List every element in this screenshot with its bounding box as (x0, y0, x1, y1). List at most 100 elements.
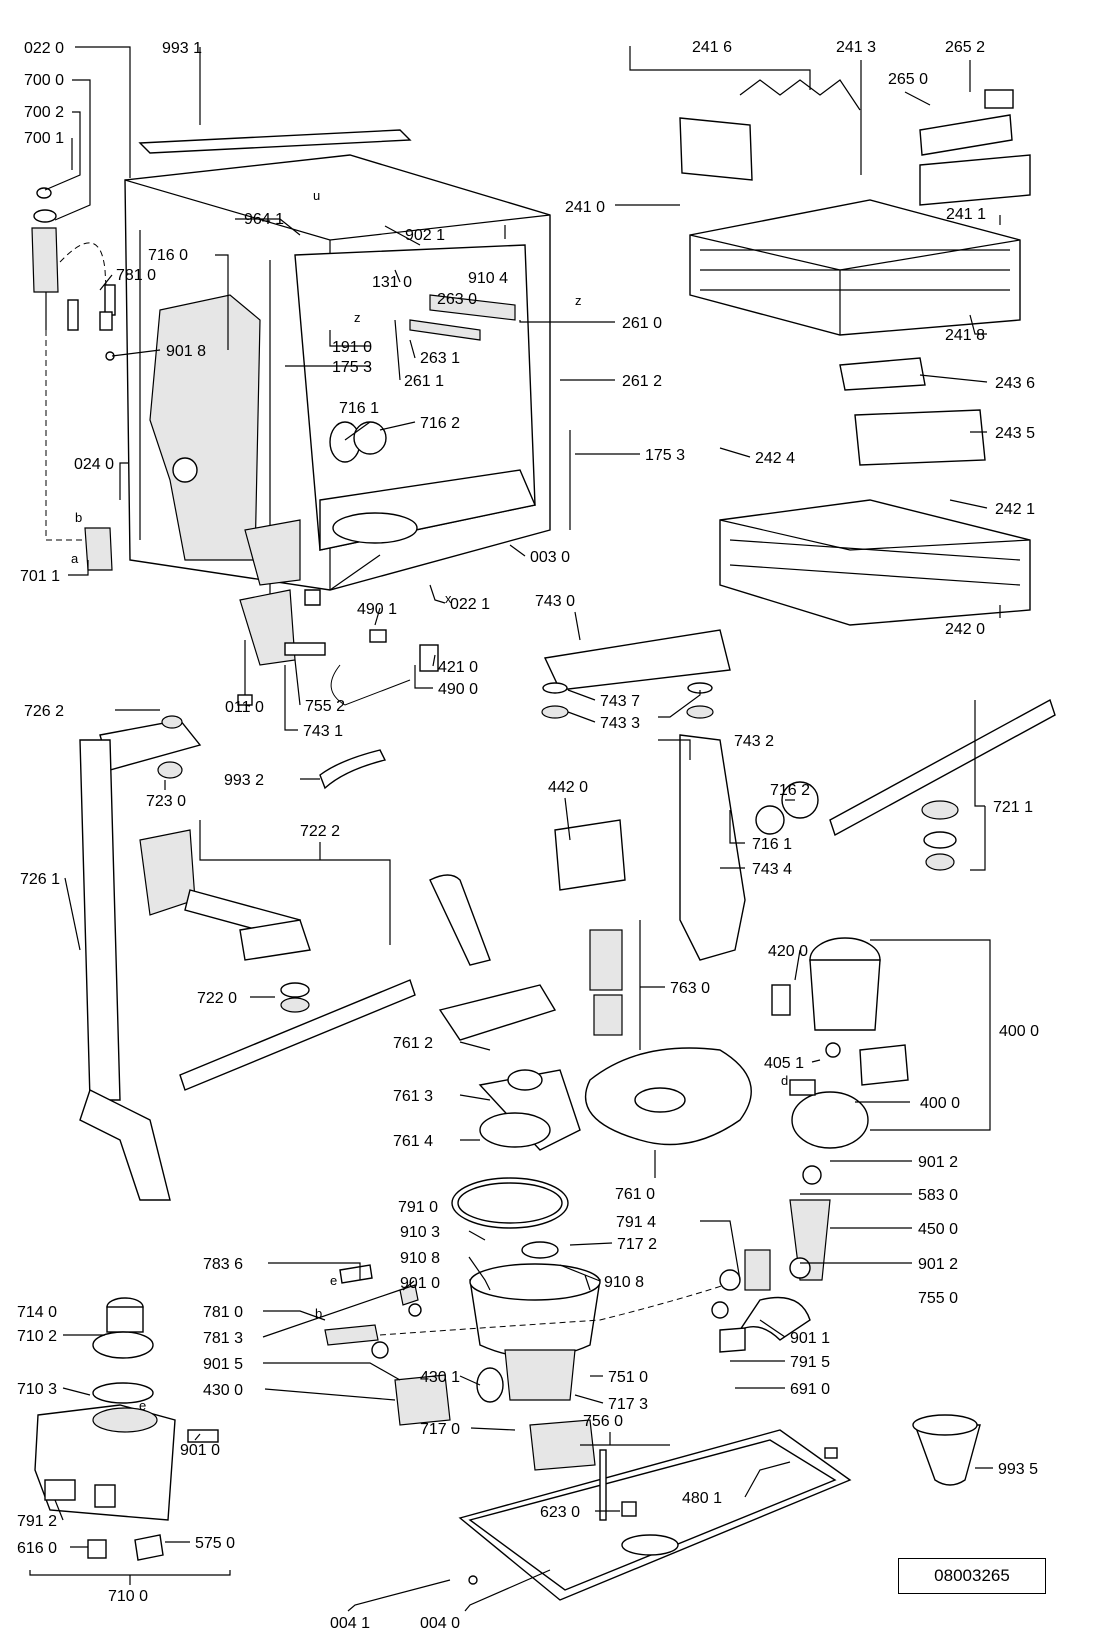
part-label-9018: 901 8 (166, 343, 206, 360)
part-label-4300: 430 0 (203, 1382, 243, 1399)
part-label-2630: 263 0 (437, 291, 477, 308)
part-label-9641: 964 1 (244, 211, 284, 228)
part-label-7140: 714 0 (17, 1304, 57, 1321)
part-label-4200: 420 0 (768, 943, 808, 960)
part-label-1310: 131 0 (372, 274, 412, 291)
part-label-0220: 022 0 (24, 40, 64, 57)
left-circulation-pipe (79, 715, 416, 1201)
part-label-7612: 761 2 (393, 1035, 433, 1052)
part-label-7161: 716 1 (339, 400, 379, 417)
part-label-7220: 722 0 (197, 990, 237, 1007)
part-label-0030: 003 0 (530, 549, 570, 566)
part-label-7630: 763 0 (670, 980, 710, 997)
part-label-2424: 242 4 (755, 450, 795, 467)
part-label-7430: 743 0 (535, 593, 575, 610)
letter-mark-a: a (71, 551, 79, 566)
letter-mark-b: b (315, 1306, 322, 1321)
part-label-7170: 717 0 (420, 1421, 460, 1438)
misc-parts (324, 1264, 981, 1601)
part-label-6230: 623 0 (540, 1504, 580, 1521)
letter-mark-d: d (781, 1073, 788, 1088)
part-label-7610: 761 0 (615, 1186, 655, 1203)
part-label-7211: 721 1 (993, 799, 1033, 816)
part-label-7011: 701 1 (20, 568, 60, 585)
part-label-0240: 024 0 (74, 456, 114, 473)
part-label-4801: 480 1 (682, 1490, 722, 1507)
part-label-7222: 722 2 (300, 823, 340, 840)
part-label-1753a: 175 3 (332, 359, 372, 376)
letter-mark-e: e (139, 1398, 146, 1413)
motor-assembly (719, 937, 909, 1341)
part-label-7915: 791 5 (790, 1354, 830, 1371)
part-label-9011: 901 1 (790, 1330, 830, 1347)
part-label-7431: 743 1 (303, 723, 343, 740)
part-label-0040: 004 0 (420, 1615, 460, 1632)
part-label-2610: 261 0 (622, 315, 662, 332)
letter-mark-x: x (445, 591, 452, 606)
part-label-9015: 901 5 (203, 1356, 243, 1373)
part-label-4901: 490 1 (357, 601, 397, 618)
part-label-6160: 616 0 (17, 1540, 57, 1557)
left-top-parts (31, 187, 439, 790)
part-label-4000b: 400 0 (920, 1095, 960, 1112)
part-label-7100: 710 0 (108, 1588, 148, 1605)
part-label-7437: 743 7 (600, 693, 640, 710)
part-label-1910: 191 0 (332, 339, 372, 356)
part-label-7910: 791 0 (398, 1199, 438, 1216)
part-label-4301: 430 1 (420, 1369, 460, 1386)
part-label-2652: 265 2 (945, 39, 985, 56)
letter-mark-e: e (330, 1273, 337, 1288)
part-label-2416: 241 6 (692, 39, 732, 56)
part-label-9010b: 901 0 (180, 1442, 220, 1459)
water-softener-drawing (34, 1297, 219, 1561)
part-label-4210: 421 0 (438, 659, 478, 676)
part-labels: 022 0 993 1 700 0 700 2 700 1 964 1 902 … (17, 39, 1039, 1632)
part-label-7433: 743 3 (600, 715, 640, 732)
part-label-9103: 910 3 (400, 1224, 440, 1241)
part-label-4000a: 400 0 (999, 1023, 1039, 1040)
part-label-7002: 700 2 (24, 104, 64, 121)
part-label-7813: 781 3 (203, 1330, 243, 1347)
part-label-9931: 993 1 (162, 40, 202, 57)
part-label-2436: 243 6 (995, 375, 1035, 392)
upper-spray-arm (829, 698, 1056, 871)
part-label-2421: 242 1 (995, 501, 1035, 518)
part-label-9932: 993 2 (224, 772, 264, 789)
part-label-2418: 241 8 (945, 327, 985, 344)
part-label-7614: 761 4 (393, 1133, 433, 1150)
document-number-box: 08003265 (898, 1558, 1046, 1594)
part-label-0110: 011 0 (225, 699, 264, 716)
part-label-2611: 261 1 (404, 373, 444, 390)
spray-arm-supply (541, 629, 819, 961)
part-label-9012a: 901 2 (918, 1154, 958, 1171)
part-label-7230: 723 0 (146, 793, 186, 810)
part-label-7912: 791 2 (17, 1513, 57, 1530)
part-label-2612: 261 2 (622, 373, 662, 390)
part-label-4051: 405 1 (764, 1055, 804, 1072)
part-label-7262: 726 2 (24, 703, 64, 720)
part-label-9021: 902 1 (405, 227, 445, 244)
part-label-7914: 791 4 (616, 1214, 656, 1231)
part-label-0041: 004 1 (330, 1615, 370, 1632)
leader-lines (29, 46, 1001, 1612)
drawings (31, 79, 1056, 1601)
part-label-5830: 583 0 (918, 1187, 958, 1204)
part-label-7510: 751 0 (608, 1369, 648, 1386)
part-label-9104: 910 4 (468, 270, 508, 287)
letter-mark-u: u (313, 188, 320, 203)
part-label-2435: 243 5 (995, 425, 1035, 442)
letter-marks: u z z x a b d e e b (71, 188, 788, 1413)
part-label-7102: 710 2 (17, 1328, 57, 1345)
part-label-0221: 022 1 (450, 596, 490, 613)
part-label-7613: 761 3 (393, 1088, 433, 1105)
part-label-7162: 716 2 (420, 415, 460, 432)
part-label-6910: 691 0 (790, 1381, 830, 1398)
part-label-2420: 242 0 (945, 621, 985, 638)
part-label-9108b: 910 8 (604, 1274, 644, 1291)
tub-frame-drawing (124, 154, 571, 666)
part-label-7160: 716 0 (148, 247, 188, 264)
part-label-4900: 490 0 (438, 681, 478, 698)
part-label-4500: 450 0 (918, 1221, 958, 1238)
part-label-7434: 743 4 (752, 861, 792, 878)
part-label-4420: 442 0 (548, 779, 588, 796)
